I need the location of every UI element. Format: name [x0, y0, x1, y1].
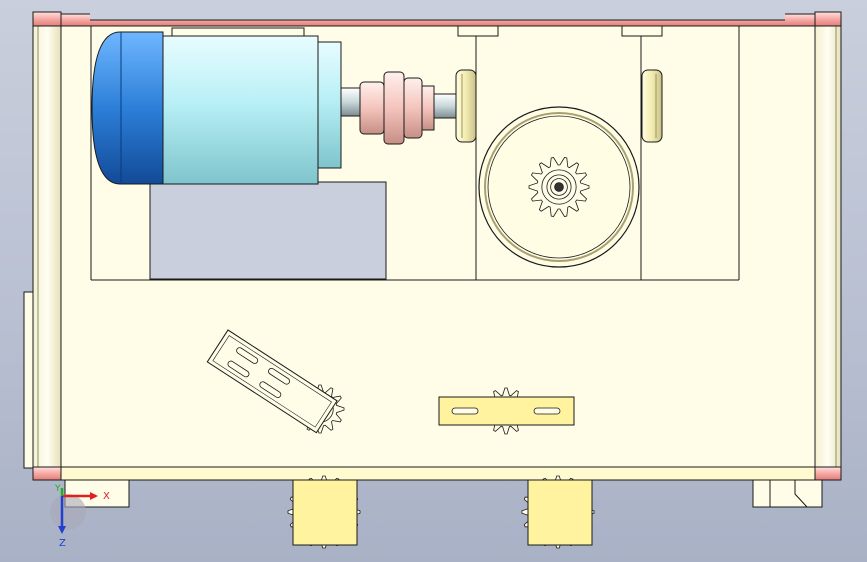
coordinate-triad: X Y Z — [50, 484, 110, 549]
tensioner-plate-angled[interactable] — [206, 329, 338, 434]
upper-housing — [90, 25, 740, 281]
motor-body — [162, 35, 319, 185]
triad-x-label: X — [103, 491, 110, 502]
drive-sprocket[interactable] — [528, 157, 590, 217]
top-tab-left — [457, 25, 499, 37]
bottom-rail-cap-right — [814, 466, 842, 481]
motor-cutout — [149, 181, 387, 280]
motor-flange — [317, 41, 342, 169]
wheel-brackets — [292, 479, 593, 546]
bearing-left — [455, 69, 477, 143]
bottom-rail-cap-left — [32, 466, 62, 481]
triad-y-label: Y — [54, 484, 61, 494]
triad-z-label: Z — [59, 538, 66, 549]
frame-left-post — [32, 19, 62, 481]
top-rail-cap-left — [32, 11, 62, 27]
shaft-bearings[interactable] — [455, 69, 663, 143]
electric-motor[interactable] — [91, 31, 366, 185]
top-tab-right — [621, 25, 663, 37]
shaft-coupling[interactable] — [359, 71, 459, 145]
bearing-right — [641, 69, 663, 143]
left-side-bracket — [23, 291, 34, 469]
frame-right-post — [814, 19, 842, 481]
top-rail-cap-right — [814, 11, 842, 27]
foot-right — [752, 479, 823, 508]
tensioner-plate-horizontal[interactable] — [438, 396, 575, 426]
motor-cap — [91, 31, 164, 185]
bottom-rail — [32, 466, 842, 481]
